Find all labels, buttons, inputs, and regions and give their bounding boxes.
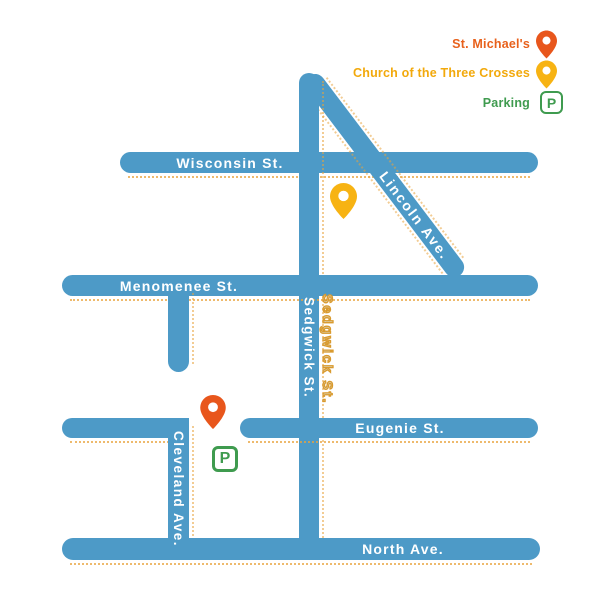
street-label-wisconsin: Wisconsin St.: [176, 154, 284, 171]
street-label-sedgwick-outlined: Sedgwick St.: [319, 293, 336, 405]
road-wisconsin-st: [120, 152, 538, 178]
legend-label-parking: Parking: [482, 96, 530, 110]
road-eugenie-st-east: [240, 418, 538, 443]
map-pin-st-michaels: [200, 395, 226, 429]
legend-label-church-of-three-crosses: Church of the Three Crosses: [353, 66, 530, 80]
map-parking-icon: P: [212, 446, 238, 472]
street-label-cleveland: Cleveland Ave.: [171, 430, 186, 548]
street-label-north: North Ave.: [362, 541, 444, 557]
street-label-eugenie: Eugenie St.: [355, 420, 445, 436]
street-label-menomenee: Menomenee St.: [119, 277, 239, 294]
road-cleveland-ave: [168, 418, 194, 560]
map-pin-church-of-three-crosses: [330, 183, 357, 219]
road-cleveland-ave-stub: [168, 285, 194, 372]
legend-pin-icon-church: [536, 60, 557, 89]
road-eugenie-st-west: [62, 418, 189, 443]
road-north-ave: [62, 538, 540, 565]
legend-label-st-michaels: St. Michael's: [452, 37, 530, 51]
legend-parking-icon: P: [540, 91, 563, 114]
street-label-sedgwick: Sedgwick St.: [301, 297, 317, 399]
legend-pin-icon-st-michaels: [536, 30, 557, 59]
